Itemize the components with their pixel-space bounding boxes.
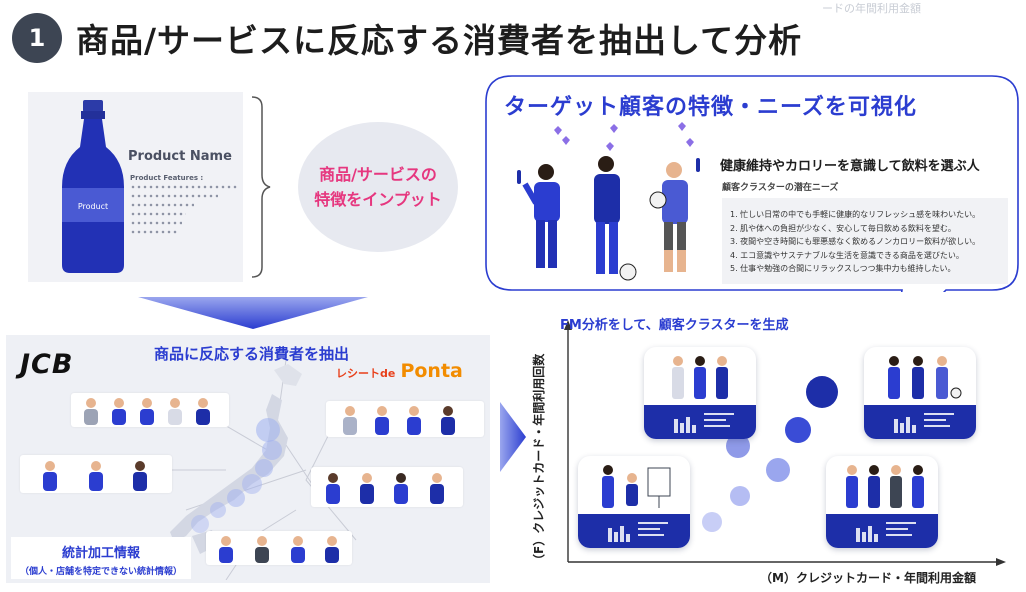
consumer-group-card <box>311 467 463 507</box>
statistics-note: （個人・店舗を特定できない統計情報） <box>19 567 182 577</box>
consumer-group-illustration <box>326 473 444 504</box>
product-card: Product Product Name Product Features : <box>28 92 243 282</box>
page-title: 商品/サービスに反応する消費者を抽出して分析 <box>76 21 803 60</box>
consumer-group-card <box>206 531 352 565</box>
placeholder-dots <box>130 203 194 207</box>
x-axis-label: （M）クレジットカード・年間利用金額 <box>760 571 976 585</box>
target-customers-illustration <box>517 122 700 281</box>
product-features-label: Product Features : <box>130 174 204 182</box>
cluster-people-illustration <box>672 356 728 399</box>
cluster-card-footer <box>826 514 938 548</box>
input-bubble: 商品/サービスの 特徴をインプット <box>298 122 458 252</box>
ponta-logo: レシートde Ponta <box>336 360 463 382</box>
statistics-title: 統計加工情報 <box>61 546 140 561</box>
statistics-info-box: 統計加工情報 （個人・店舗を特定できない統計情報） <box>11 537 191 579</box>
consumer-group-card <box>20 455 172 493</box>
consumer-group-card <box>71 393 229 427</box>
input-bubble-line2: 特徴をインプット <box>314 190 442 209</box>
target-title: ターゲット顧客の特徴・ニーズを可視化 <box>504 95 917 120</box>
product-name: Product Name <box>128 149 232 164</box>
bottle-label: Product <box>78 202 108 211</box>
cluster-bubbles <box>702 376 838 532</box>
consumer-group-illustration <box>343 406 455 435</box>
needs-title: 顧客クラスターの潜在ニーズ <box>722 183 839 193</box>
cluster-card-footer <box>578 514 690 548</box>
y-axis-label: （F）クレジットカード・年間利用回数 <box>532 353 546 566</box>
step-number-badge: 1 <box>12 13 62 63</box>
cluster-people-illustration <box>846 465 924 508</box>
customer-cluster-card <box>644 347 756 439</box>
fm-chart-title: FM分析をして、顧客クラスターを生成 <box>560 318 789 333</box>
needs-item: 4. エコ意識やサステナブルな生活を意識できる商品を選びたい。 <box>730 250 964 260</box>
consumer-extraction-panel: 商品に反応する消費者を抽出 JCB レシートde Ponta <box>6 335 490 583</box>
background-watermark-text: ードの年間利用金額 <box>822 2 921 15</box>
customer-cluster-card <box>578 456 690 548</box>
placeholder-dots <box>130 212 186 216</box>
down-arrow-icon <box>138 297 368 329</box>
needs-item: 1. 忙しい日常の中でも手軽に健康的なリフレッシュ感を味わいたい。 <box>730 210 981 219</box>
placeholder-dots <box>130 194 218 198</box>
input-bubble-line1: 商品/サービスの <box>319 165 437 184</box>
needs-item: 2. 肌や体への負担が少なく、安心して毎日飲める飲料を望む。 <box>730 223 956 233</box>
placeholder-dots <box>130 185 238 189</box>
needs-item: 3. 夜間や空き時間にも罪悪感なく飲めるノンカロリー飲料が欲しい。 <box>730 237 981 246</box>
ponta-logo-brand: Ponta <box>400 360 463 382</box>
needs-list: 1. 忙しい日常の中でも手軽に健康的なリフレッシュ感を味わいたい。 2. 肌や体… <box>722 198 1008 284</box>
needs-item: 5. 仕事や勉強の合間にリラックスしつつ集中力も維持したい。 <box>730 264 956 273</box>
consumer-group-card <box>326 401 484 437</box>
cluster-card-footer <box>864 405 976 439</box>
consumer-group-illustration <box>84 398 210 425</box>
title-bar: 1 商品/サービスに反応する消費者を抽出して分析 ードの年間利用金額 <box>0 0 1026 70</box>
product-bottle-icon: Product <box>62 100 124 273</box>
extraction-title: 商品に反応する消費者を抽出 <box>154 345 350 363</box>
consumer-group-illustration <box>219 536 339 563</box>
consumer-group-illustration <box>43 461 147 491</box>
placeholder-dots <box>130 221 182 225</box>
persona-title: 健康維持やカロリーを意識して飲料を選ぶ人 <box>720 159 980 174</box>
cluster-people-illustration <box>888 356 962 399</box>
ponta-logo-prefix: レシートde <box>336 367 396 380</box>
fm-analysis-chart <box>564 320 1006 566</box>
jcb-logo: JCB <box>20 349 74 380</box>
bracket-icon <box>251 96 271 278</box>
cluster-card-footer <box>644 405 756 439</box>
customer-cluster-card <box>864 347 976 439</box>
cluster-people-illustration <box>602 465 671 508</box>
right-arrow-icon <box>500 402 526 472</box>
customer-cluster-card <box>826 456 938 548</box>
placeholder-dots <box>130 230 178 234</box>
